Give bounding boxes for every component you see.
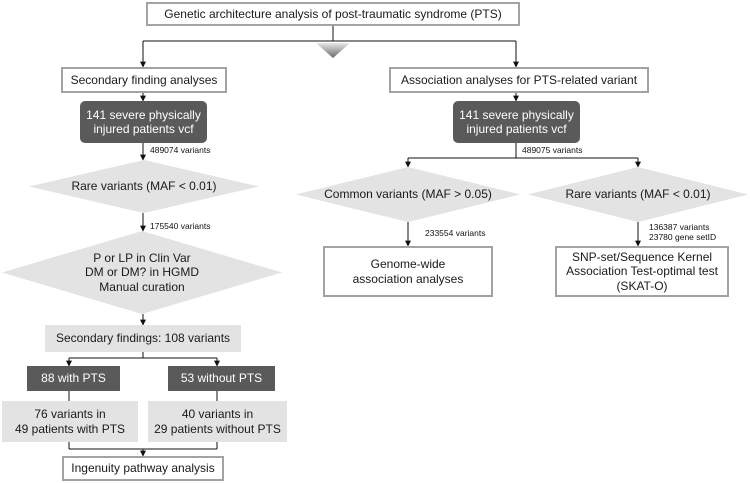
diagram-title: Genetic architecture analysis of post-tr… [146, 2, 520, 26]
secondary-finding-header: Secondary finding analyses [61, 67, 227, 93]
rare-variant-count: 136387 variants 23780 gene setID [649, 222, 716, 242]
without-pts-detail-line-2: 29 patients without PTS [154, 421, 281, 436]
diamond-shape [296, 167, 520, 222]
left-variant-count-1: 489074 variants [150, 145, 211, 155]
filter-line-curation: Manual curation [99, 279, 185, 294]
ingenuity-pathway-box: Ingenuity pathway analysis [62, 456, 224, 481]
secondary-findings-box: Secondary findings: 108 variants [45, 325, 241, 352]
common-variant-count: 233554 variants [425, 228, 486, 238]
left-variant-count-2: 175540 variants [150, 221, 211, 231]
gwas-line-2: association analyses [352, 271, 464, 286]
association-header: Association analyses for PTS-related var… [389, 67, 649, 93]
down-chevron-icon [316, 43, 350, 58]
left-rare-filter-label: Rare variants (MAF < 0.01) [71, 179, 217, 194]
without-pts-detail-line-1: 40 variants in [181, 407, 254, 422]
without-pts-box: 53 without PTS [168, 366, 275, 391]
skat-o-box: SNP-set/Sequence Kernel Association Test… [555, 246, 729, 297]
skat-line-3: (SKAT-O) [616, 278, 668, 293]
with-pts-detail-line-1: 76 variants in [34, 407, 106, 422]
pathogenic-filter: P or LP in Clin Var DM or DM? in HGMD Ma… [2, 231, 282, 314]
gwas-box: Genome-wide association analyses [323, 246, 493, 297]
common-variants-filter: Common variants (MAF > 0.05) [296, 167, 520, 222]
gwas-line-1: Genome-wide [370, 257, 446, 272]
with-pts-detail-line-2: 49 patients with PTS [14, 421, 126, 436]
skat-line-1: SNP-set/Sequence Kernel [571, 250, 713, 265]
right-input-vcf-box: 141 severe physically injured patients v… [453, 101, 580, 143]
left-input-vcf-box: 141 severe physically injured patients v… [80, 101, 207, 143]
right-rare-variants-filter: Rare variants (MAF < 0.01) [528, 167, 748, 222]
skat-line-2: Association Test-optimal test [566, 264, 718, 279]
rare-count-line-1: 136387 variants [649, 222, 710, 232]
diamond-shape [2, 231, 282, 314]
with-pts-detail: 76 variants in 49 patients with PTS [2, 401, 138, 442]
common-filter-label: Common variants (MAF > 0.05) [324, 187, 492, 202]
filter-line-clinvar: P or LP in Clin Var [93, 250, 191, 265]
rare-count-line-2: 23780 gene setID [649, 232, 717, 243]
right-variant-count-1: 489075 variants [522, 145, 583, 155]
left-rare-variants-filter: Rare variants (MAF < 0.01) [29, 160, 259, 213]
right-rare-filter-label: Rare variants (MAF < 0.01) [565, 187, 711, 202]
diamond-shape [528, 167, 748, 222]
without-pts-detail: 40 variants in 29 patients without PTS [148, 401, 287, 442]
diamond-shape [29, 160, 259, 213]
with-pts-box: 88 with PTS [27, 366, 120, 391]
filter-line-hgmd: DM or DM? in HGMD [84, 265, 199, 280]
